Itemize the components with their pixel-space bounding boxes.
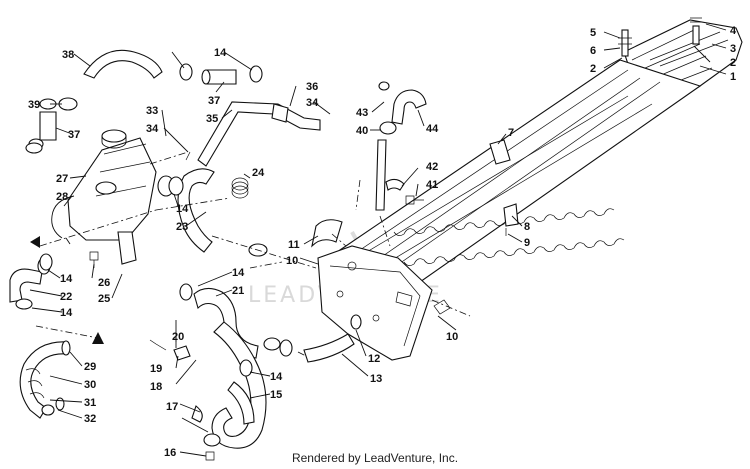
callout-43: 43 (356, 107, 368, 119)
hose-35 (197, 101, 321, 167)
hose-28 (51, 195, 75, 245)
callout-30: 30 (84, 379, 96, 391)
callout-1: 1 (730, 71, 736, 83)
callout-12: 12 (368, 353, 380, 365)
callout-38: 38 (62, 49, 74, 61)
callout-2: 2 (730, 57, 736, 69)
callout-2: 2 (590, 63, 596, 75)
coolant-bottle (67, 129, 157, 265)
callout-17: 17 (166, 401, 178, 413)
callout-5: 5 (590, 27, 596, 39)
callout-9: 9 (524, 237, 530, 249)
hose-37-upper (201, 65, 263, 85)
callout-24: 24 (252, 167, 265, 179)
callout-28: 28 (56, 191, 68, 203)
callout-27: 27 (56, 173, 68, 185)
callout-14: 14 (176, 203, 189, 215)
callout-8: 8 (524, 221, 530, 233)
heat-exchanger-assembly (303, 19, 743, 363)
callout-6: 6 (590, 45, 596, 57)
callout-44: 44 (426, 123, 439, 135)
callout-39: 39 (28, 99, 40, 111)
callout-37: 37 (68, 129, 80, 141)
callout-34: 34 (306, 97, 319, 109)
callout-10: 10 (286, 255, 298, 267)
callout-7: 7 (508, 127, 514, 139)
callout-15: 15 (270, 389, 282, 401)
callout-10: 10 (446, 331, 458, 343)
callout-19: 19 (150, 363, 162, 375)
callout-3: 3 (730, 43, 736, 55)
callout-36: 36 (306, 81, 318, 93)
callout-18: 18 (150, 381, 162, 393)
callout-31: 31 (84, 397, 96, 409)
callout-numbers: 1 2 2 3 4 5 6 7 8 9 10 10 11 12 13 14 14… (28, 25, 737, 459)
callout-42: 42 (426, 161, 438, 173)
clamps (25, 81, 405, 447)
callout-25: 25 (98, 293, 110, 305)
callout-40: 40 (356, 125, 368, 137)
callout-14: 14 (270, 371, 283, 383)
spring-24 (231, 177, 249, 199)
callout-37: 37 (208, 95, 220, 107)
hose-44 (391, 89, 427, 125)
callout-14: 14 (232, 267, 245, 279)
callout-41: 41 (426, 179, 438, 191)
direction-arrows (30, 236, 104, 344)
callout-16: 16 (164, 447, 176, 459)
hose-30 (19, 340, 71, 419)
callout-33: 33 (146, 105, 158, 117)
callout-23: 23 (176, 221, 188, 233)
hose-38 (83, 49, 193, 81)
flow-lines (35, 151, 471, 357)
callout-11: 11 (288, 239, 300, 251)
callout-22: 22 (60, 291, 72, 303)
hose-40 (375, 121, 397, 211)
callout-14: 14 (214, 47, 227, 59)
callout-35: 35 (206, 113, 218, 125)
credit-text: Rendered by LeadVenture, Inc. (291, 451, 459, 465)
callout-26: 26 (98, 277, 110, 289)
callout-14: 14 (60, 273, 73, 285)
hose-15 (211, 321, 267, 449)
callout-21: 21 (232, 285, 244, 297)
callout-20: 20 (172, 331, 184, 343)
leader-lines (29, 23, 727, 457)
rear-hardware (618, 17, 702, 57)
callout-32: 32 (84, 413, 96, 425)
callout-14: 14 (60, 307, 73, 319)
callout-13: 13 (370, 373, 382, 385)
callout-29: 29 (84, 361, 96, 373)
callout-4: 4 (730, 25, 737, 37)
callout-34: 34 (146, 123, 159, 135)
